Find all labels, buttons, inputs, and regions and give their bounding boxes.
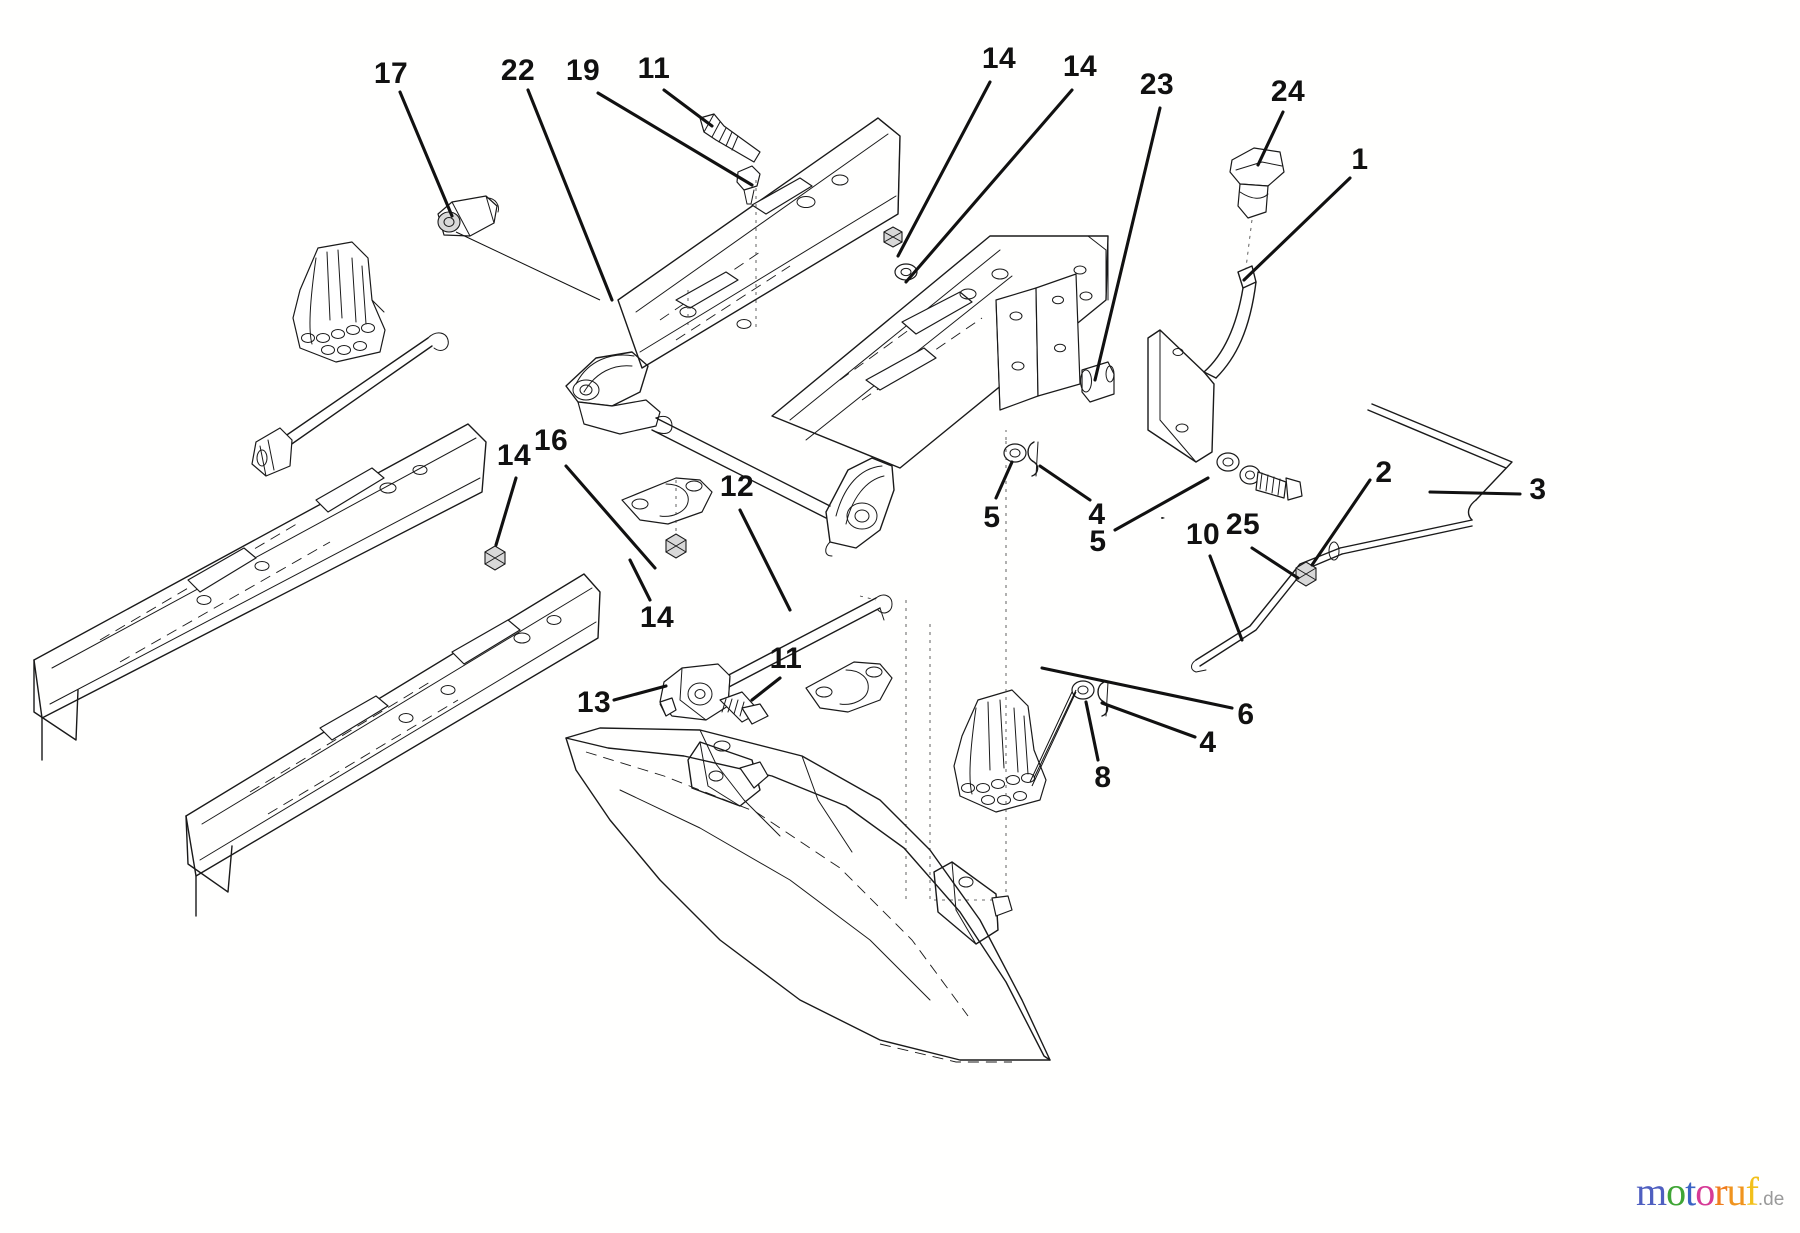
callout-10: 10 <box>1185 518 1221 551</box>
part-14-nut-left <box>484 545 506 571</box>
frame-rail-lower-left-a <box>33 423 487 761</box>
callout-14-d: 14 <box>639 601 675 634</box>
callout-4-a: 4 <box>1088 498 1106 531</box>
part-14-nut-a <box>883 226 903 248</box>
part-sector-plate-upper-left <box>292 241 386 363</box>
part-1-lift-lever <box>1147 219 1257 463</box>
part-13-swivel-block <box>659 663 731 721</box>
left-linkage-rod <box>251 332 449 477</box>
callout-5-b: 5 <box>1089 525 1107 558</box>
part-8-washer-lower <box>1071 680 1095 700</box>
part-14-nut-clamp <box>665 533 687 559</box>
callout-3: 3 <box>1529 473 1547 506</box>
part-4-hairpin-clip-cr <box>1027 441 1039 477</box>
logo-letter-m: m <box>1636 1169 1667 1214</box>
part-16-clamp-upper <box>621 477 713 540</box>
part-24-knob <box>1229 147 1285 219</box>
projection-line-b <box>929 440 1007 901</box>
callout-17: 17 <box>373 57 409 90</box>
callout-25: 25 <box>1225 508 1261 541</box>
callout-14-b: 14 <box>1062 50 1098 83</box>
callout-22: 22 <box>500 54 536 87</box>
callout-13: 13 <box>576 686 612 719</box>
callout-19: 19 <box>565 54 601 87</box>
logo-letter-o2: o <box>1695 1169 1715 1214</box>
part-5-washer-bolt-right <box>1216 452 1303 501</box>
part-19-bolt <box>699 113 761 205</box>
callout-23: 23 <box>1139 68 1175 101</box>
frame-rail-upper-left <box>617 117 901 369</box>
part-17-damper <box>437 195 601 301</box>
part-25-locknut <box>1295 561 1317 587</box>
deck-shell-assembly <box>565 727 1051 1063</box>
logo-letter-f: f <box>1745 1169 1759 1214</box>
frame-rail-upper-right <box>771 235 1109 469</box>
part-23-spacer <box>1080 361 1115 403</box>
logo-letter-t: t <box>1685 1169 1696 1214</box>
logo-letter-u: u <box>1726 1169 1747 1214</box>
part-4-hairpin-clip-lower <box>1097 681 1109 717</box>
callout-11-lower: 11 <box>769 642 803 675</box>
mount-bracket-right <box>995 273 1081 411</box>
frame-rail-lower-left-b <box>185 573 601 917</box>
part-11-bolt-lower <box>719 691 769 725</box>
callout-11-upper: 11 <box>637 52 671 85</box>
part-6-sector-plate <box>953 689 1077 813</box>
part-22-lift-shaft-assembly <box>565 351 895 557</box>
logo-letter-r: r <box>1714 1169 1727 1214</box>
logo-suffix: .de <box>1757 1189 1785 1210</box>
logo-letter-o1: o <box>1666 1169 1686 1214</box>
callout-14-c: 14 <box>496 439 532 472</box>
callout-1: 1 <box>1351 143 1369 176</box>
callout-2: 2 <box>1375 456 1393 489</box>
projection-line-d <box>859 595 877 601</box>
callout-5-a: 5 <box>983 501 1001 534</box>
callout-12: 12 <box>719 470 755 503</box>
part-16-clamp-lower <box>805 661 893 713</box>
motoruf-logo: motoruf.de <box>1636 1172 1784 1212</box>
callout-16: 16 <box>533 424 569 457</box>
leader-lines <box>398 80 1522 762</box>
callout-6: 6 <box>1237 698 1255 731</box>
callout-4-b: 4 <box>1199 726 1217 759</box>
callout-8: 8 <box>1094 761 1112 794</box>
callout-24: 24 <box>1270 75 1306 108</box>
part-5-washer-cr <box>1003 443 1027 463</box>
callout-14-a: 14 <box>981 42 1017 75</box>
